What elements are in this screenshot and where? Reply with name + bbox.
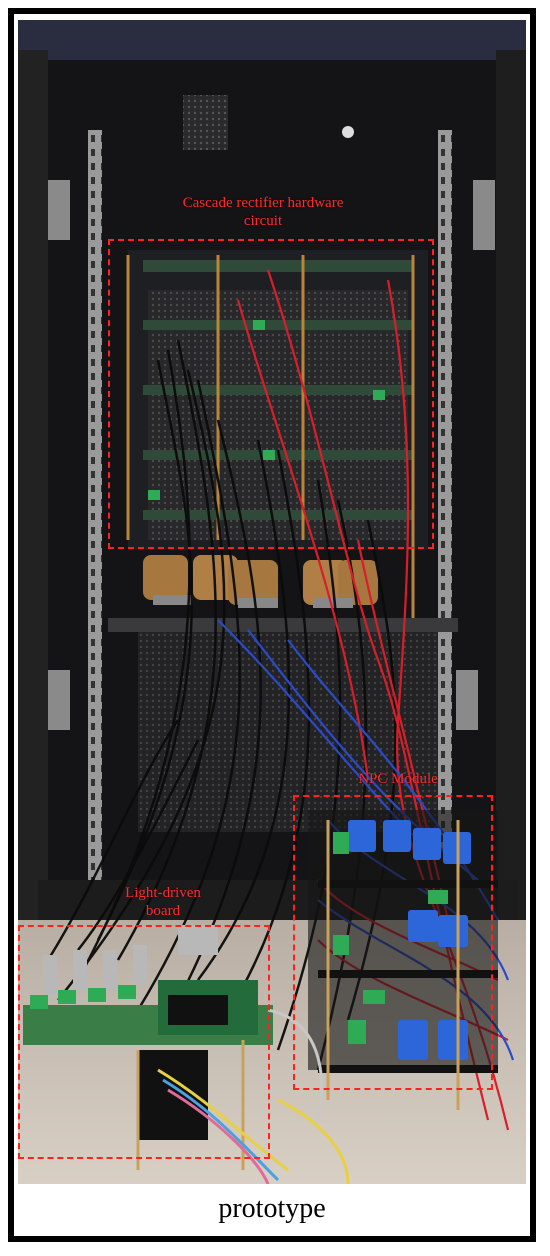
light-driven-board-box bbox=[18, 925, 270, 1159]
prototype-photo: Cascade rectifier hardware circuit NPC M… bbox=[18, 20, 526, 1184]
cabinet-illustration bbox=[18, 20, 526, 1184]
npc-module-label: NPC Module bbox=[358, 771, 438, 787]
light-driven-board-label: Light-driven board bbox=[125, 885, 201, 919]
figure-caption: prototype bbox=[18, 1184, 526, 1234]
cascade-rectifier-box bbox=[108, 239, 434, 549]
npc-module-box bbox=[293, 795, 493, 1090]
cascade-rectifier-label: Cascade rectifier hardware circuit bbox=[182, 195, 344, 229]
